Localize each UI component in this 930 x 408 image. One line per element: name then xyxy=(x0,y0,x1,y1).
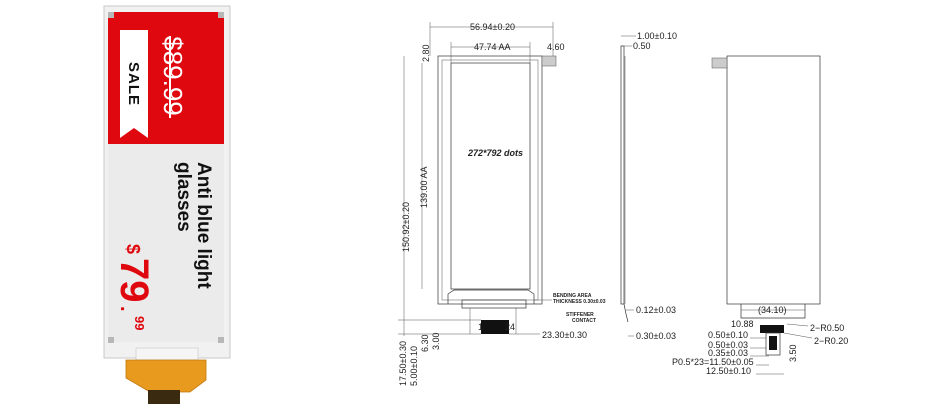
thick-1-00-dim: 1.00±0.10 xyxy=(637,31,677,41)
price-main: 79 xyxy=(112,258,156,303)
back-fpc-contact xyxy=(760,325,784,333)
back-panel xyxy=(726,55,821,305)
bending-area xyxy=(447,289,535,304)
sale-ribbon xyxy=(120,30,148,138)
side-fpc xyxy=(623,303,629,323)
dim-3-00: 3.00 xyxy=(431,332,441,350)
bending-area-label: BENDING AREA xyxy=(553,293,592,299)
side-view: 1.00±0.10 0.50 0.12±0.03 0.30±0.03 xyxy=(620,31,677,341)
fpc-0-50-010-dim: 0.50±0.10 xyxy=(708,330,748,340)
back-view: (34.10) 10.88 0.50±0.10 0.50±0.03 0.35±0… xyxy=(672,55,848,376)
corner-marker xyxy=(218,12,224,18)
side-panel xyxy=(620,45,625,305)
back-fpc-pins xyxy=(769,336,777,350)
panel-outline xyxy=(437,55,543,305)
resolution-label: 272*792 dots xyxy=(467,148,523,158)
back-fpc-outline xyxy=(740,304,806,319)
front-view: 272*792 dots 1 24 56.94±0.20 47.74 AA 4.… xyxy=(398,22,606,386)
fpc-0-35-003-dim: 0.35±0.03 xyxy=(708,348,748,358)
fpc-contact xyxy=(481,320,509,334)
dim-17-50: 17.50±0.30 xyxy=(398,341,408,386)
fpc-offset-dim: 23.30±0.30 xyxy=(542,330,587,340)
pin-last-label: 24 xyxy=(505,322,515,332)
mechanical-drawing: 272*792 dots 1 24 56.94±0.20 47.74 AA 4.… xyxy=(398,22,848,386)
fpc-34-10-dim: (34.10) xyxy=(758,305,787,315)
right-offset-dim: 4.60 xyxy=(547,42,565,52)
stiffener xyxy=(461,299,527,309)
fpc-10-88-dim: 10.88 xyxy=(731,319,754,329)
price-cents: 99 xyxy=(132,316,147,330)
sale-badge-text: SALE xyxy=(125,62,142,106)
panel-inner-outline xyxy=(441,59,539,301)
back-corner-tab xyxy=(711,57,728,69)
thick-0-30-dim: 0.30±0.03 xyxy=(636,331,676,341)
epaper-product-photo: SALE $89.99 Anti blue light glasses $ 79… xyxy=(103,5,231,404)
price-dot: . xyxy=(116,306,138,312)
corner-tab xyxy=(541,55,557,67)
fpc-cable xyxy=(125,359,207,393)
corner-marker xyxy=(218,337,224,343)
fpc-0-50-003-dim: 0.50±0.03 xyxy=(708,340,748,350)
fpc-3-50-dim: 3.50 xyxy=(788,344,798,362)
total-height-dim: 150.92±0.20 xyxy=(401,202,411,252)
content-area xyxy=(108,144,224,342)
corner-marker xyxy=(108,337,114,343)
stiffener-label: STIFFENER xyxy=(566,312,594,318)
pin-first-label: 1 xyxy=(478,322,483,332)
total-width-dim: 56.94±0.20 xyxy=(470,22,515,32)
leader-line xyxy=(786,323,809,327)
top-offset-dim: 2.80 xyxy=(421,44,431,62)
active-area xyxy=(450,62,531,290)
product-name-line1: Anti blue light xyxy=(193,162,214,289)
thickness-label: THICKNESS 0.30±0.03 xyxy=(553,299,606,305)
leader-line xyxy=(783,332,813,339)
radius-020-label: 2−R0.20 xyxy=(814,336,848,346)
thick-0-50-dim: 0.50 xyxy=(633,41,651,51)
product-name-line2: glasses xyxy=(173,162,194,232)
contact-label: CONTACT xyxy=(572,318,596,324)
dim-6-30: 6.30 xyxy=(420,334,430,352)
thick-0-12-dim: 0.12±0.03 xyxy=(636,305,676,315)
fpc-pitch-dim: P0.5*23=11.50±0.05 xyxy=(672,357,754,367)
old-price: $89.99 xyxy=(158,36,188,116)
price-currency: $ xyxy=(123,244,143,254)
aa-height-dim: 139.00 AA xyxy=(419,166,429,208)
aa-width-dim: 47.74 AA xyxy=(474,42,511,52)
bottom-connector-frame xyxy=(135,347,199,361)
fpc-12-50-dim: 12.50±0.10 xyxy=(706,366,751,376)
radius-050-label: 2−R0.50 xyxy=(810,323,844,333)
dim-5-00: 5.00±0.10 xyxy=(409,346,419,386)
corner-marker xyxy=(108,12,114,18)
fpc-cable-tip xyxy=(148,390,180,404)
